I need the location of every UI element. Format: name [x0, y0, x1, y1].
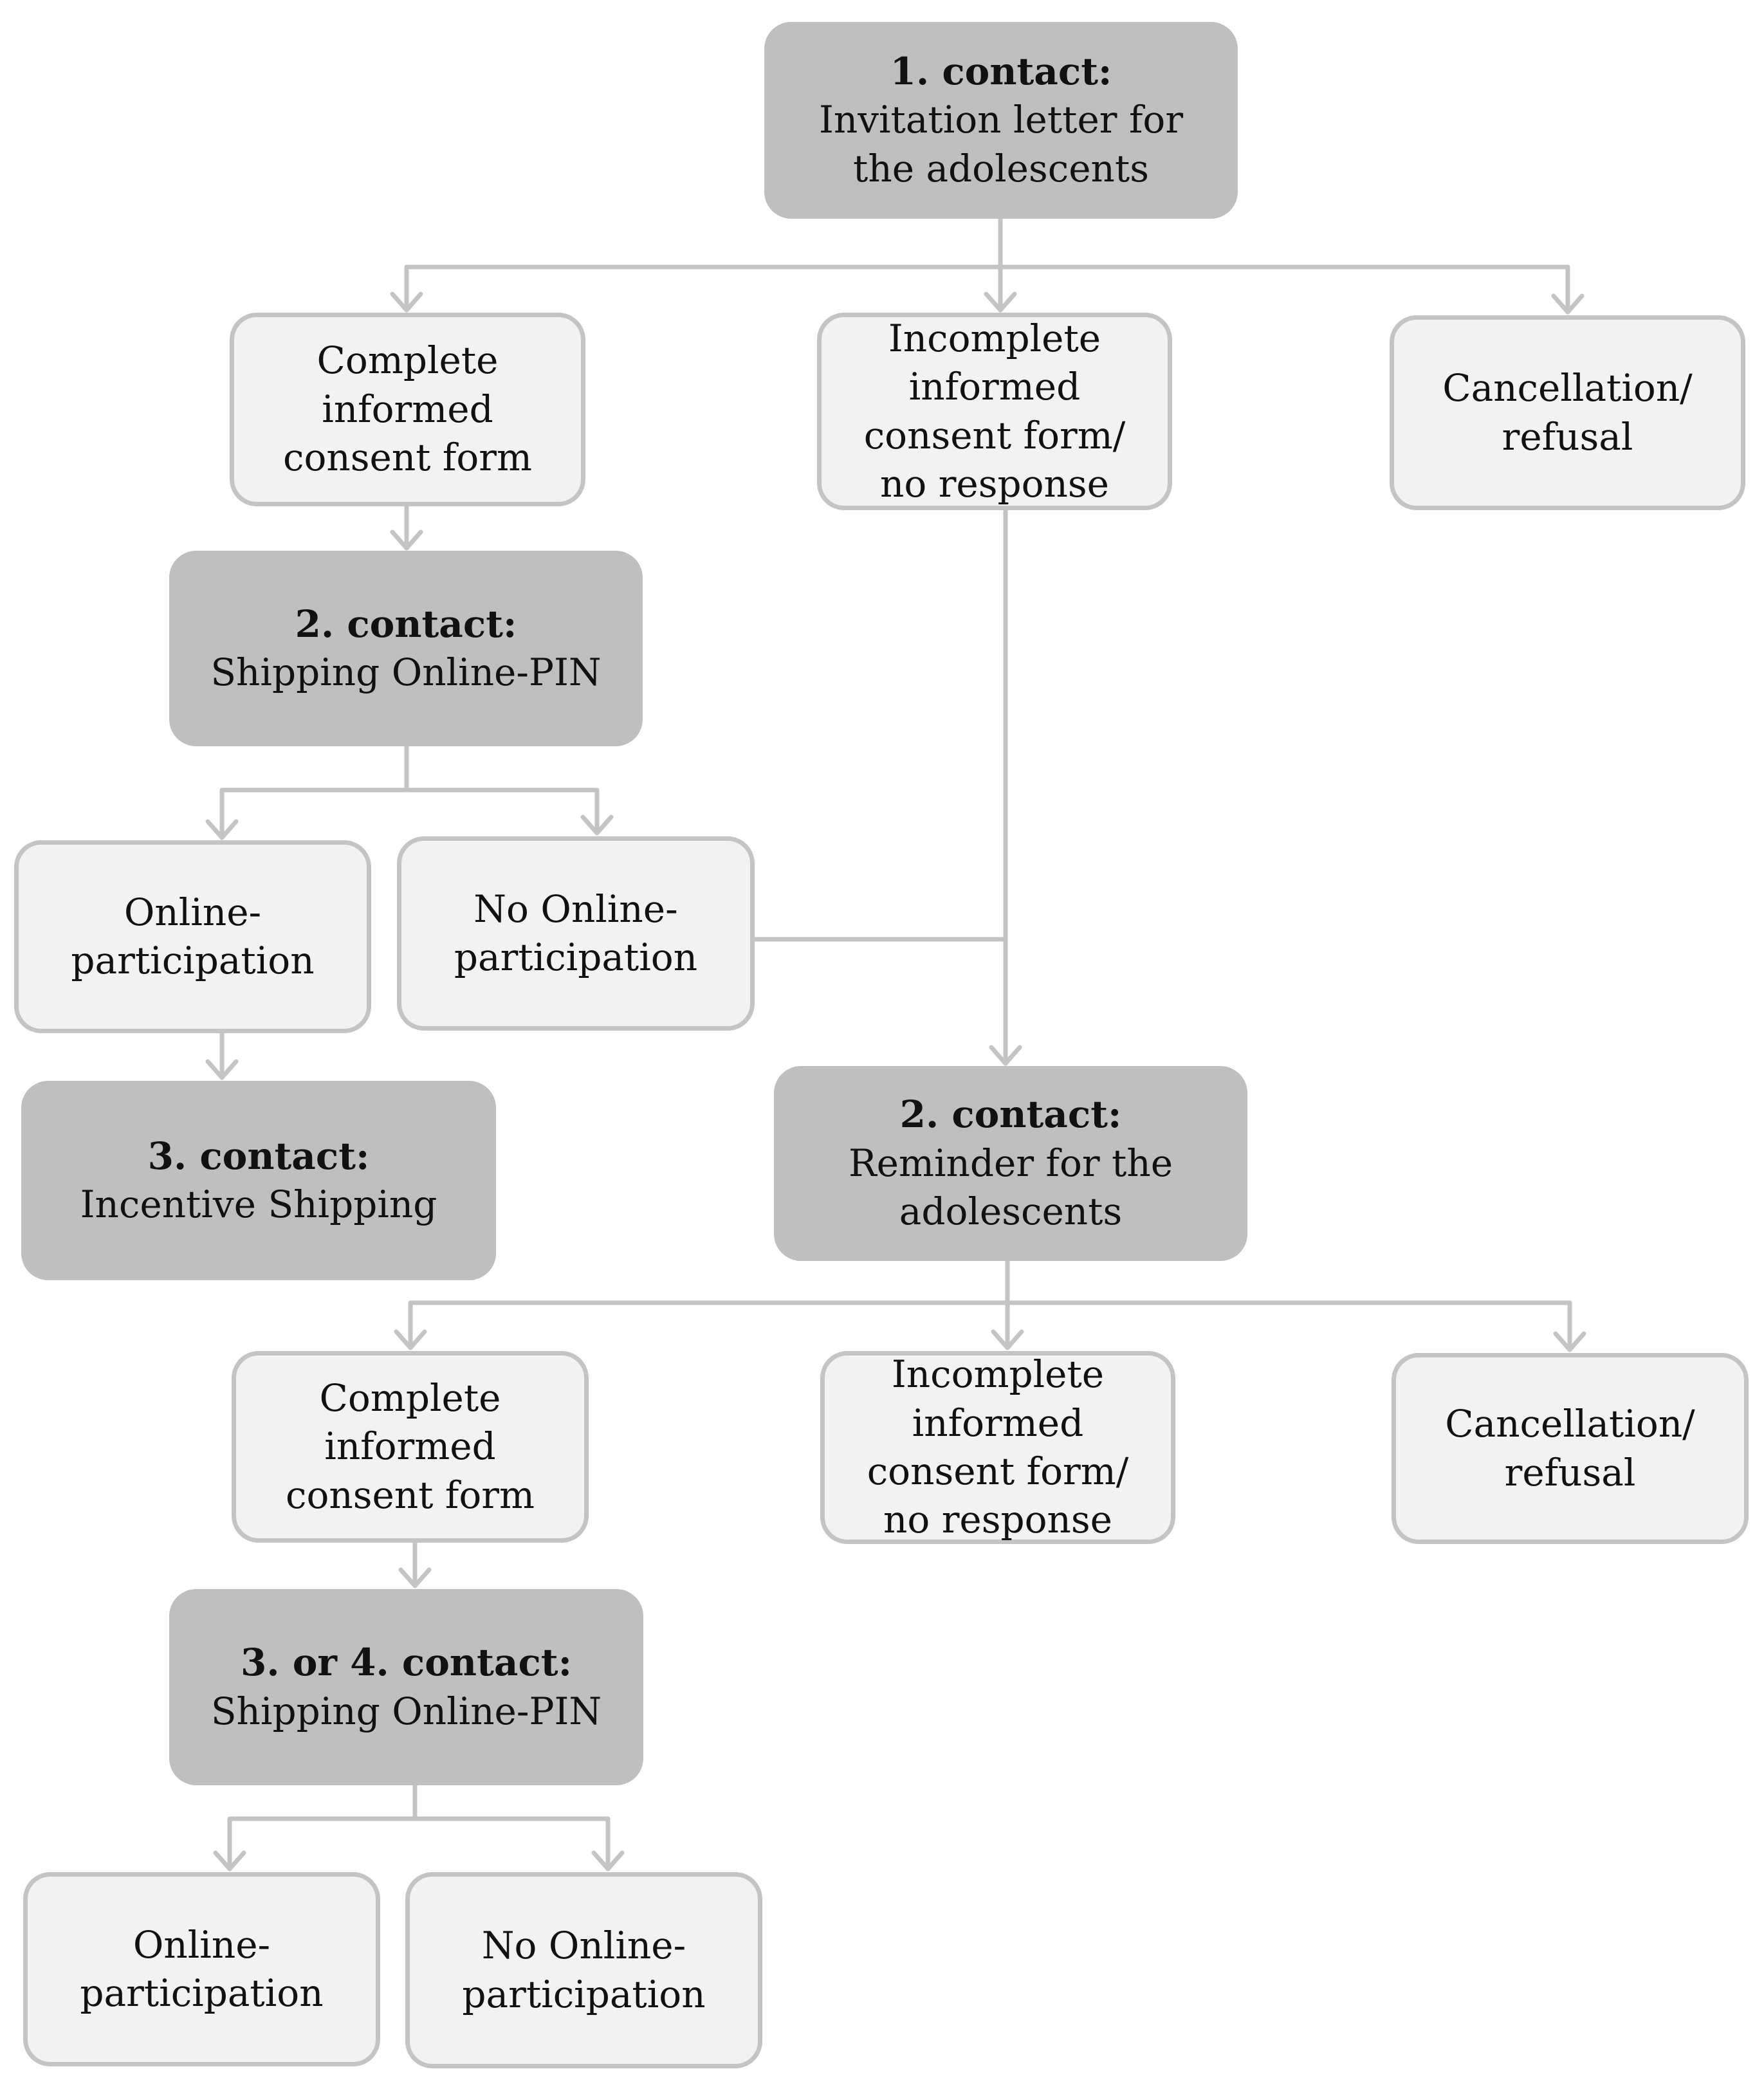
online1-text: Online- participation [71, 890, 315, 982]
arrowhead-contact34pin [398, 1567, 432, 1588]
contact1-title: 1. contact: [890, 49, 1112, 93]
contact1-text: Invitation letter for the adolescents [818, 98, 1184, 190]
contact2-reminder-title: 2. contact: [899, 1092, 1122, 1137]
noonline2-box: No Online- participation [405, 1872, 762, 2068]
contact34-pin-text: Shipping Online-PIN [210, 1689, 602, 1733]
incomplete1-box: Incomplete informed consent form/ no res… [817, 313, 1172, 510]
contact2-pin-text: Shipping Online-PIN [210, 650, 602, 694]
arrowhead-cancel2 [1553, 1331, 1586, 1352]
complete2-text: Complete informed consent form [285, 1375, 535, 1517]
incomplete2-text: Incomplete informed consent form/ no res… [867, 1352, 1129, 1542]
online2-box: Online- participation [23, 1872, 380, 2066]
contact3-incentive-text: Incentive Shipping [80, 1182, 437, 1226]
arrowhead-contact2pin [390, 529, 423, 551]
contact2-reminder-text: Reminder for the adolescents [848, 1141, 1173, 1234]
cancel2-text: Cancellation/ refusal [1445, 1402, 1695, 1494]
contact34-pin-title: 3. or 4. contact: [241, 1641, 572, 1685]
arrowhead-incomplete2 [991, 1329, 1024, 1350]
contact2-pin-box: 2. contact: Shipping Online-PIN [169, 551, 643, 746]
noonline1-text: No Online- participation [454, 887, 698, 979]
complete2-box: Complete informed consent form [232, 1351, 589, 1543]
contact3-incentive-box: 3. contact: Incentive Shipping [21, 1081, 496, 1280]
cancel1-text: Cancellation/ refusal [1442, 366, 1693, 459]
noonline2-text: No Online- participation [462, 1924, 706, 2016]
arrowhead-complete1 [390, 291, 423, 313]
incomplete1-text: Incomplete informed consent form/ no res… [863, 316, 1126, 506]
online2-text: Online- participation [80, 1922, 324, 2015]
arrowhead-online1 [205, 819, 239, 840]
contact1-box: 1. contact: Invitation letter for the ad… [764, 22, 1238, 219]
incomplete2-box: Incomplete informed consent form/ no res… [820, 1351, 1175, 1544]
contact34-pin-box: 3. or 4. contact: Shipping Online-PIN [169, 1589, 643, 1785]
arrowhead-complete2 [394, 1329, 427, 1350]
arrowhead-online2 [213, 1850, 246, 1871]
arrowhead-cancel1 [1551, 293, 1585, 315]
complete1-text: Complete informed consent form [282, 338, 533, 480]
online1-box: Online- participation [14, 840, 371, 1033]
noonline1-box: No Online- participation [397, 836, 755, 1031]
arrowhead-noonline1 [580, 814, 614, 836]
complete1-box: Complete informed consent form [230, 313, 585, 506]
cancel2-box: Cancellation/ refusal [1392, 1353, 1749, 1544]
contact2-pin-title: 2. contact: [295, 602, 517, 646]
contact2-reminder-box: 2. contact: Reminder for the adolescents [774, 1066, 1247, 1261]
arrowhead-noonline2 [591, 1850, 625, 1871]
cancel1-box: Cancellation/ refusal [1390, 315, 1745, 510]
arrowhead-reminder [989, 1045, 1022, 1066]
contact3-incentive-title: 3. contact: [147, 1134, 370, 1178]
arrowhead-contact3 [205, 1059, 239, 1080]
arrowhead-incomplete1 [984, 291, 1017, 313]
